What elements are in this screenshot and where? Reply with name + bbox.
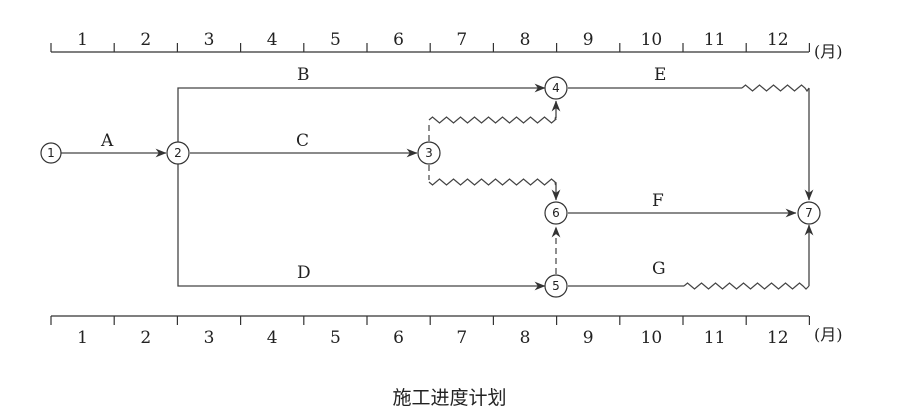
- node-7: 7: [797, 201, 821, 225]
- node-5-label: 5: [552, 279, 560, 293]
- activity-g-label: G: [652, 259, 666, 279]
- activity-b-arrow: [177, 83, 546, 142]
- top-month-label: 11: [704, 30, 726, 50]
- bottom-month-label: 1: [77, 328, 88, 348]
- node-4: 4: [544, 76, 568, 100]
- bottom-unit-label: (月): [814, 325, 843, 344]
- bottom-month-label: 6: [393, 328, 404, 348]
- top-month-label: 1: [77, 30, 88, 50]
- node-3: 3: [417, 141, 441, 165]
- node-6-label: 6: [552, 206, 560, 220]
- virtual-link-3-6-wave: [428, 178, 557, 186]
- bottom-month-label: 10: [641, 328, 663, 348]
- top-month-label: 6: [393, 30, 404, 50]
- activity-d-label: D: [297, 263, 311, 283]
- top-month-label: 12: [767, 30, 789, 50]
- bottom-month-label: 9: [583, 328, 594, 348]
- bottom-month-label: 8: [520, 328, 531, 348]
- activity-g-float-wave: [683, 282, 810, 290]
- node-4-label: 4: [552, 81, 560, 95]
- top-month-label: 3: [204, 30, 215, 50]
- top-month-label: 4: [267, 30, 278, 50]
- node-2: 2: [166, 141, 190, 165]
- diagram-caption: 施工进度计划: [392, 387, 507, 409]
- bottom-month-label: 5: [330, 328, 341, 348]
- activity-a-label: A: [100, 131, 114, 151]
- activity-f-label: F: [652, 191, 664, 211]
- node-6: 6: [544, 201, 568, 225]
- activity-d-arrow: [177, 164, 546, 291]
- node-2-label: 2: [174, 146, 182, 160]
- activities: A B C D E F G: [61, 65, 814, 291]
- virtual-link-3-4-wave: [428, 116, 557, 124]
- activity-e-label: E: [654, 65, 666, 85]
- top-month-label: 5: [330, 30, 341, 50]
- node-1-label: 1: [47, 146, 55, 160]
- top-month-label: 2: [140, 30, 151, 50]
- top-month-label: 10: [641, 30, 663, 50]
- bottom-month-label: 7: [456, 328, 467, 348]
- activity-e-float-wave: [741, 84, 810, 93]
- activity-c-label: C: [296, 131, 309, 151]
- node-5: 5: [544, 274, 568, 298]
- bottom-month-label: 2: [140, 328, 151, 348]
- bottom-month-label: 11: [704, 328, 726, 348]
- bottom-month-label: 3: [204, 328, 215, 348]
- top-month-label: 7: [456, 30, 467, 50]
- bottom-month-label: 4: [267, 328, 278, 348]
- top-month-label: 9: [583, 30, 594, 50]
- top-unit-label: (月): [814, 42, 843, 61]
- node-3-label: 3: [425, 146, 433, 160]
- node-1: 1: [40, 142, 62, 164]
- activity-b-label: B: [297, 65, 310, 85]
- top-month-label: 8: [520, 30, 531, 50]
- nodes: 1 2 3 4 5 6 7: [40, 76, 821, 298]
- bottom-month-label: 12: [767, 328, 789, 348]
- node-7-label: 7: [805, 206, 813, 220]
- virtual-links: [428, 100, 561, 274]
